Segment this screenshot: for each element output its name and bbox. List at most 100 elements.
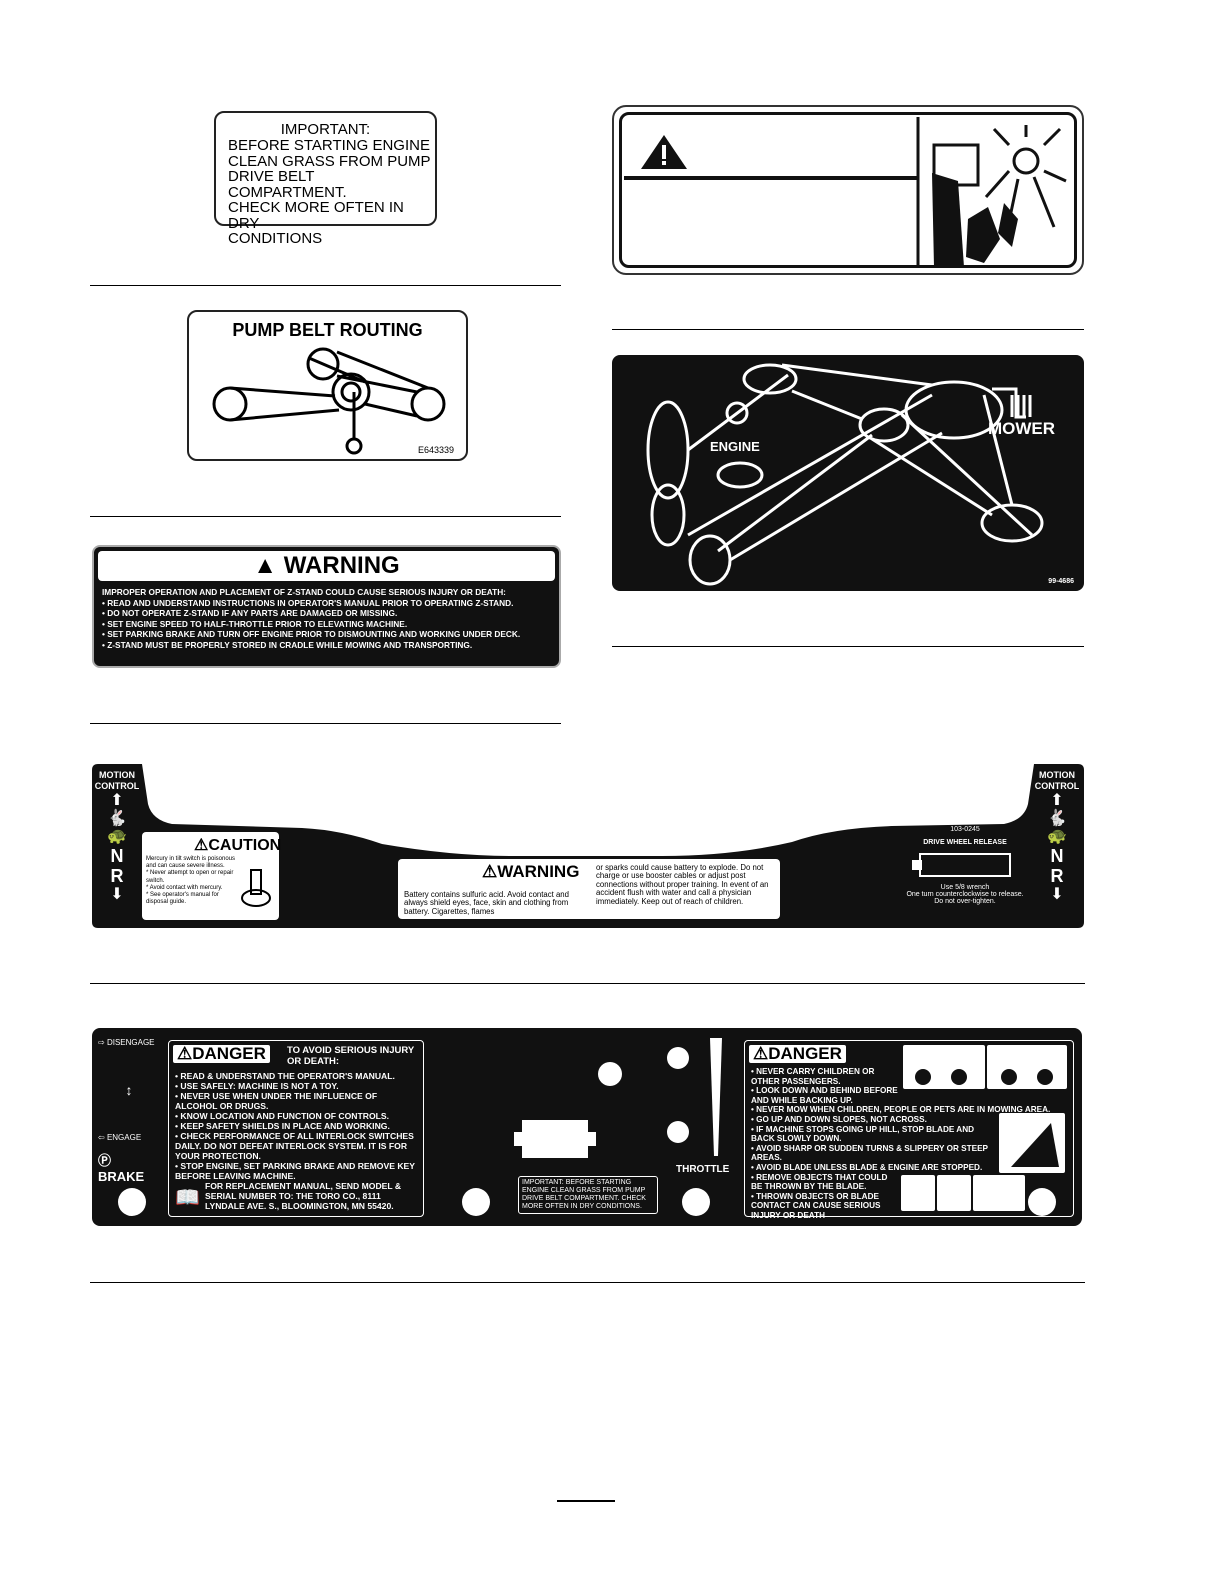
divider (90, 516, 561, 517)
thrown-object-hazard-icon (624, 117, 1067, 267)
blade-engage-panel: ⇨ DISENGAGE ↕ ⇦ ENGAGE Ⓟ BRAKE (98, 1038, 160, 1184)
release-line: Do not over-tighten. (934, 898, 996, 905)
motion-control-left: MOTION CONTROL ⬆ 🐇 🐢 N R ⬇ (92, 764, 142, 904)
caution-label: ⚠CAUTION Mercury in tilt switch is poiso… (142, 832, 282, 920)
danger-item: • CHECK PERFORMANCE OF ALL INTERLOCK SWI… (175, 1131, 414, 1161)
danger-item: • GO UP AND DOWN SLOPES, NOT ACROSS. (751, 1114, 927, 1124)
divider (90, 1282, 1085, 1283)
danger-item: • KNOW LOCATION AND FUNCTION OF CONTROLS… (175, 1111, 390, 1121)
zstand-line: • SET ENGINE SPEED TO HALF-THROTTLE PRIO… (102, 618, 408, 629)
replacement-manual-text: FOR REPLACEMENT MANUAL, SEND MODEL & SER… (205, 1181, 402, 1211)
reverse-letter: R (110, 866, 124, 886)
mercury-switch-icon (241, 869, 271, 907)
zstand-line: • READ AND UNDERSTAND INSTRUCTIONS IN OP… (102, 597, 514, 608)
safety-pictograms (901, 1045, 1067, 1211)
danger-item: • READ & UNDERSTAND THE OPERATOR'S MANUA… (175, 1071, 395, 1081)
pump-belt-routing-decal: PUMP BELT ROUTING E643339 (187, 310, 468, 461)
danger-header: ⚠DANGER (749, 1045, 846, 1063)
turtle-icon: 🐢 (1047, 828, 1067, 845)
warning-frame (619, 112, 1077, 268)
danger-item: • NEVER CARRY CHILDREN OR OTHER PASSENGE… (751, 1067, 875, 1086)
motion-decal-background (92, 764, 1084, 928)
danger-item: • STOP ENGINE, SET PARKING BRAKE AND REM… (175, 1161, 415, 1181)
warning-triangle-icon: ▲ (253, 552, 278, 579)
mower-label: MOWER (988, 419, 1056, 438)
neutral-letter: N (110, 846, 124, 866)
danger-header-text: DANGER (192, 1044, 266, 1063)
danger-item: • AVOID SHARP OR SUDDEN TURNS & SLIPPERY… (751, 1143, 988, 1163)
battery-warning-header: ⚠WARNING (482, 862, 580, 881)
zstand-warning-lines: IMPROPER OPERATION AND PLACEMENT OF Z-ST… (102, 587, 553, 650)
motion-control-decal: MOTION CONTROL ⬆ 🐇 🐢 N R ⬇ MOTION CONTRO… (92, 764, 1084, 928)
caution-header-text: CAUTION (208, 837, 282, 854)
rabbit-icon: 🐇 (107, 810, 127, 827)
caution-line: * Avoid contact with mercury. (146, 884, 223, 891)
divider (90, 983, 1085, 984)
caution-line: * Never attempt to open or repair switch… (146, 870, 234, 884)
parking-brake-label: Ⓟ BRAKE (98, 1153, 145, 1184)
thrown-object-warning-decal (612, 105, 1084, 275)
important-line: DRIVE BELT COMPARTMENT. (228, 168, 347, 201)
pump-belt-diagram (212, 347, 446, 455)
danger-right-box: ⚠DANGER • NEVER CARRY CHILDREN OR OTHER … (744, 1040, 1074, 1220)
motion-control-right: MOTION CONTROL ⬆ 🐇 🐢 N R ⬇ (1032, 764, 1082, 904)
release-line: One turn counterclockwise to release. (906, 891, 1024, 898)
page-number-rule (557, 1500, 615, 1502)
reverse-letter: R (1050, 866, 1064, 886)
important-small-label: IMPORTANT: BEFORE STARTING ENGINE CLEAN … (518, 1176, 658, 1214)
zstand-line: IMPROPER OPERATION AND PLACEMENT OF Z-ST… (102, 587, 506, 597)
avoid-injury-text: TO AVOID SERIOUS INJURY OR DEATH: (287, 1045, 415, 1067)
battery-warning-left: Battery contains sulfuric acid. Avoid co… (404, 890, 569, 916)
manual-icon: 📖 (175, 1187, 200, 1209)
arrow-up-icon: ⬆ (110, 792, 124, 809)
disengage-label: ⇨ DISENGAGE (98, 1038, 155, 1047)
divider (612, 329, 1084, 330)
danger-item: • REMOVE OBJECTS THAT COULD BE THROWN BY… (751, 1172, 888, 1192)
battery-warning-right: or sparks could cause battery to explode… (596, 863, 769, 906)
panel-holes (118, 1038, 1056, 1216)
danger-right-items: • NEVER CARRY CHILDREN OR OTHER PASSENGE… (751, 1067, 1069, 1221)
part-number: 103-0245 (950, 826, 980, 833)
mower-belt-routing-decal: ENGINE MOWER 99-4686 (612, 355, 1084, 591)
zstand-line: • Z-STAND MUST BE PROPERLY STORED IN CRA… (102, 639, 473, 650)
throttle-label: THROTTLE (676, 1164, 730, 1175)
divider (90, 723, 561, 724)
danger-item: • NEVER MOW WHEN CHILDREN, PEOPLE OR PET… (751, 1105, 1051, 1115)
belt-routing-diagram (646, 363, 1044, 586)
arrow-down-icon: ⬇ (110, 886, 124, 903)
zstand-line: • SET PARKING BRAKE AND TURN OFF ENGINE … (102, 629, 521, 639)
engine-label: ENGINE (710, 439, 760, 454)
neutral-letter: N (1050, 846, 1064, 866)
important-line: CONDITIONS (228, 230, 323, 247)
caution-line: Mercury in tilt switch is poisonous and … (146, 856, 236, 870)
drive-release-label: DRIVE WHEEL RELEASE (923, 839, 1007, 846)
disengage-text: DISENGAGE (106, 1038, 155, 1047)
zstand-warning-header-text: WARNING (283, 552, 400, 579)
caution-body: Mercury in tilt switch is poisonous and … (146, 856, 236, 906)
important-line: CLEAN GRASS FROM PUMP (228, 152, 431, 170)
rabbit-icon: 🐇 (1047, 810, 1067, 827)
important-title: IMPORTANT: (280, 121, 371, 138)
danger-left-items: • READ & UNDERSTAND THE OPERATOR'S MANUA… (175, 1071, 419, 1181)
arrow-up-icon: ⬆ (1050, 792, 1064, 809)
pump-code: E643339 (417, 445, 454, 455)
danger-item: • LOOK DOWN AND BEHIND BEFORE AND WHILE … (751, 1086, 898, 1105)
zstand-warning-decal: ▲ WARNING IMPROPER OPERATION AND PLACEME… (92, 545, 561, 668)
pump-wrench-icon (912, 853, 1011, 877)
brake-text: BRAKE (98, 1169, 145, 1184)
danger-header-text: DANGER (768, 1044, 842, 1063)
zstand-line: • DO NOT OPERATE Z-STAND IF ANY PARTS AR… (102, 608, 398, 618)
engage-text: ENGAGE (106, 1133, 142, 1142)
release-line: Use 5/8 wrench (940, 884, 990, 891)
divider (90, 285, 561, 286)
motion-control-label: MOTION CONTROL (94, 770, 140, 791)
control-panel-decal: ⇨ DISENGAGE ↕ ⇦ ENGAGE Ⓟ BRAKE ⚠DANGER T… (92, 1028, 1082, 1226)
caution-header: ⚠CAUTION (194, 837, 282, 854)
zstand-warning-header: ▲ WARNING (98, 551, 555, 581)
important-decal: IMPORTANT: BEFORE STARTING ENGINE CLEAN … (214, 111, 437, 246)
arrow-down-icon: ⬇ (1050, 886, 1064, 903)
danger-left-box: ⚠DANGER TO AVOID SERIOUS INJURY OR DEATH… (168, 1040, 424, 1217)
engage-label: ⇦ ENGAGE (98, 1133, 142, 1142)
danger-item: • IF MACHINE STOPS GOING UP HILL, STOP B… (751, 1124, 975, 1144)
important-line: BEFORE STARTING ENGINE (228, 137, 430, 154)
